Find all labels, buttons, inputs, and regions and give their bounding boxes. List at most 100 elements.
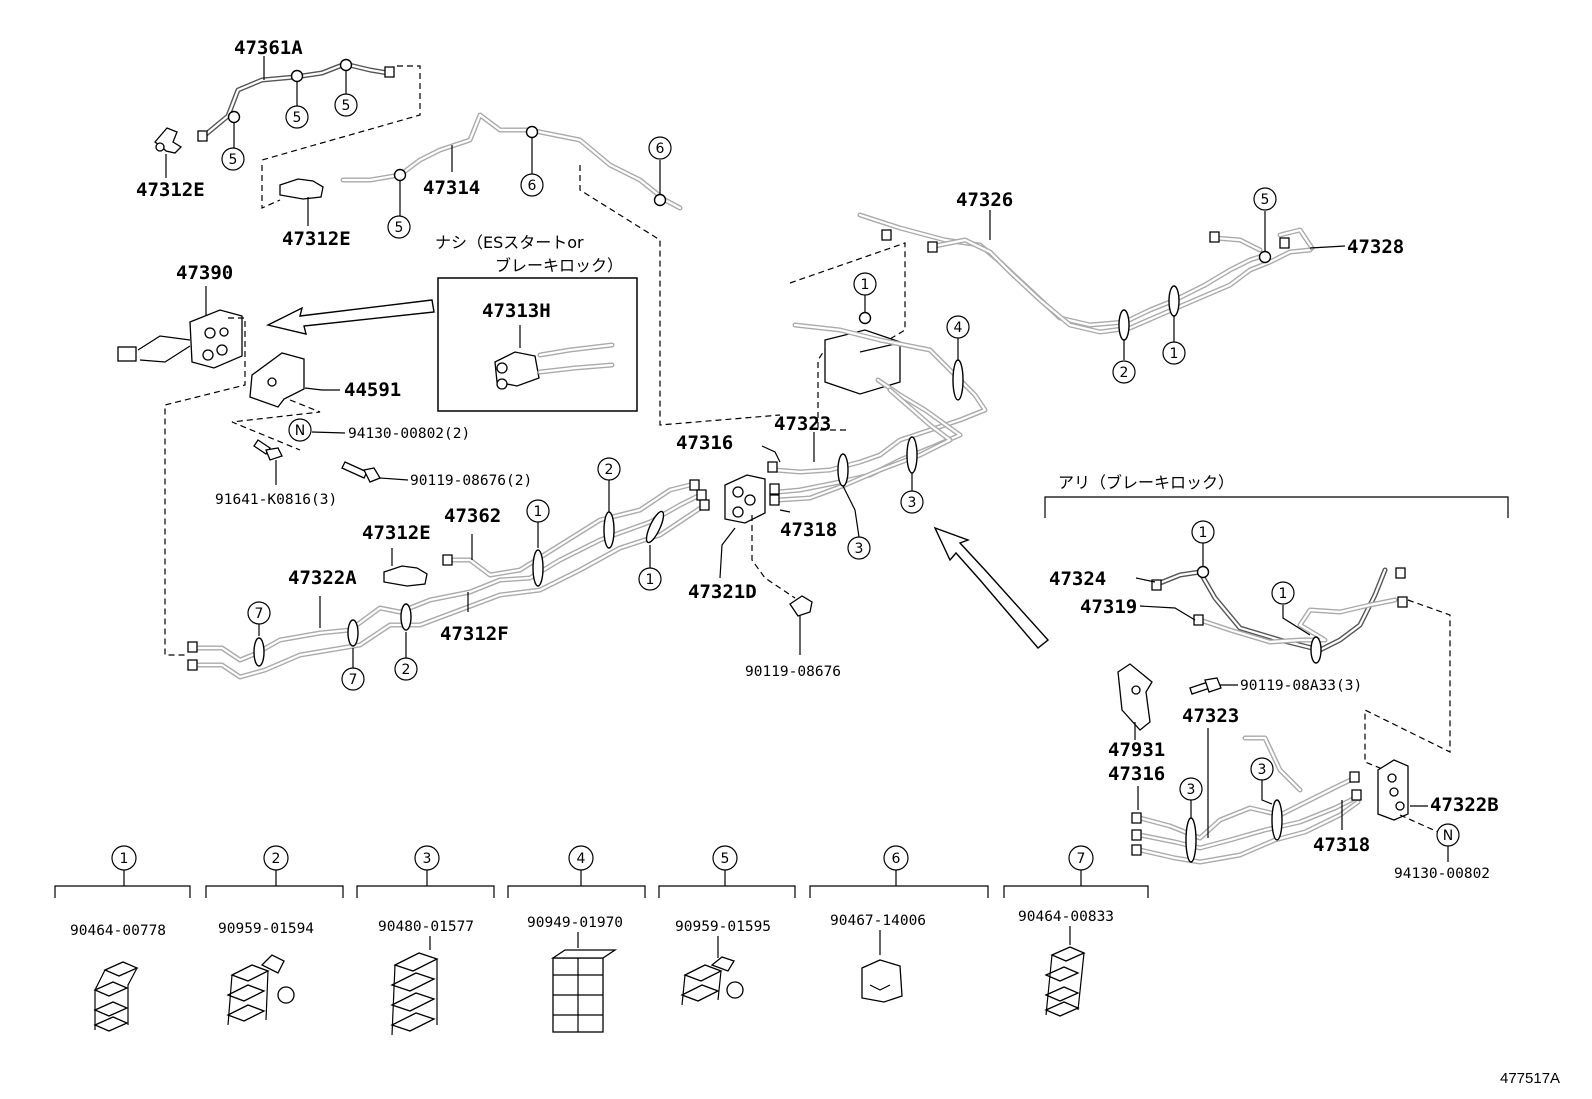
part-label-47316-ari: 47316 <box>1108 763 1165 785</box>
svg-text:3: 3 <box>1258 762 1267 778</box>
callout-6: 6 <box>520 173 544 197</box>
svg-text:1: 1 <box>1199 525 1208 541</box>
svg-text:1: 1 <box>1279 586 1288 602</box>
callout-3: 3 <box>900 490 924 514</box>
part-label-90119-08676: 90119-08676 <box>745 664 841 680</box>
clip-90467-14006-icon <box>861 959 903 1003</box>
callout-1: 1 <box>853 272 877 296</box>
legend-clip-2: 2 90959-01594 <box>205 845 344 1026</box>
tube-47314-group <box>261 112 781 426</box>
svg-text:4: 4 <box>954 320 963 336</box>
clip-90959-01595-icon <box>680 956 744 1006</box>
nut-94130-ari-icon: N <box>1436 823 1460 862</box>
callout-5: 5 <box>1253 187 1277 211</box>
svg-text:7: 7 <box>349 672 358 688</box>
tube-47323-47318-group <box>761 242 988 538</box>
svg-text:6: 6 <box>892 851 901 867</box>
svg-text:90949-01970: 90949-01970 <box>527 915 623 931</box>
svg-text:N: N <box>1443 828 1453 844</box>
svg-text:90467-14006: 90467-14006 <box>830 913 926 929</box>
part-label-47316-main: 47316 <box>676 432 733 454</box>
svg-text:5: 5 <box>1261 192 1270 208</box>
svg-text:1: 1 <box>120 851 129 867</box>
svg-text:5: 5 <box>229 152 238 168</box>
part-label-47361A: 47361A <box>234 37 303 59</box>
callout-7: 7 <box>247 601 271 625</box>
part-label-47328: 47328 <box>1347 236 1404 258</box>
part-label-47319: 47319 <box>1080 596 1137 618</box>
part-label-47312E-mid: 47312E <box>282 228 351 250</box>
callout-1: 1 <box>526 499 550 523</box>
bolt-90119-icon <box>341 461 409 483</box>
union-47313H-icon <box>494 325 615 390</box>
svg-text:90959-01594: 90959-01594 <box>218 921 314 937</box>
part-label-44591: 44591 <box>344 379 401 401</box>
part-label-47931: 47931 <box>1108 739 1165 761</box>
ari-bracket <box>1044 496 1509 518</box>
svg-text:90464-00778: 90464-00778 <box>70 923 166 939</box>
clip-90464-00778-icon <box>93 961 139 1032</box>
svg-text:90464-00833: 90464-00833 <box>1018 909 1114 925</box>
valve-47390-icon <box>117 286 246 656</box>
callout-1: 1 <box>1191 520 1215 544</box>
part-label-47322A: 47322A <box>288 567 357 589</box>
bolt-90119-single-icon <box>789 595 813 655</box>
svg-text:1: 1 <box>646 572 655 588</box>
part-label-47362: 47362 <box>444 505 501 527</box>
svg-text:3: 3 <box>1187 782 1196 798</box>
svg-text:5: 5 <box>342 98 351 114</box>
clip-47312E-low-icon <box>383 548 428 587</box>
diagram-reference-number: 477517A <box>1500 1070 1560 1087</box>
direction-arrow-icon <box>933 526 1050 649</box>
part-label-47314: 47314 <box>423 177 480 199</box>
svg-text:4: 4 <box>577 851 586 867</box>
legend-clip-6: 6 90467-14006 <box>809 845 989 1003</box>
svg-text:5: 5 <box>721 851 730 867</box>
callout-5: 5 <box>387 215 411 239</box>
part-label-47322B: 47322B <box>1430 794 1499 816</box>
svg-text:3: 3 <box>423 851 432 867</box>
union-47321D-icon <box>719 474 796 599</box>
clip-47312E-mid-icon <box>279 178 324 226</box>
legend-clip-5: 5 90959-01595 <box>658 845 796 1006</box>
callout-1: 1 <box>1271 581 1295 605</box>
bracket-44591-icon <box>231 352 340 451</box>
bolt-91641-icon <box>253 439 283 485</box>
svg-text:N: N <box>295 423 305 439</box>
ari-lower-tube-group <box>1131 728 1362 865</box>
clip-90959-01594-icon <box>226 954 295 1026</box>
part-label-47390: 47390 <box>176 262 233 284</box>
svg-text:6: 6 <box>528 178 537 194</box>
svg-text:90480-01577: 90480-01577 <box>378 919 474 935</box>
svg-text:1: 1 <box>1170 346 1179 362</box>
part-label-47323-main: 47323 <box>774 413 831 435</box>
callout-1: 1 <box>1162 341 1186 365</box>
direction-arrow-icon <box>265 299 435 335</box>
clip-90480-01577-icon <box>390 952 439 1036</box>
callout-7: 7 <box>341 667 365 691</box>
callout-1: 1 <box>638 567 662 591</box>
legend-clip-1: 1 90464-00778 <box>54 845 191 1032</box>
svg-text:1: 1 <box>861 277 870 293</box>
clip-90949-01970-icon <box>550 949 618 1033</box>
svg-text:2: 2 <box>605 462 614 478</box>
bolt-90119-08A33-icon <box>1189 677 1238 695</box>
svg-text:2: 2 <box>1120 365 1129 381</box>
part-label-91641-K0816-3: 91641-K0816(3) <box>215 492 337 508</box>
clip-90464-00833-icon <box>1044 946 1086 1017</box>
legend-clip-3: 3 90480-01577 <box>356 845 495 1036</box>
svg-text:7: 7 <box>1077 851 1086 867</box>
part-label-47318-ari: 47318 <box>1313 834 1370 856</box>
svg-text:3: 3 <box>908 495 917 511</box>
tube-47322A-47312F-47362-group <box>187 479 710 680</box>
tube-47326-47328-group <box>857 210 1346 360</box>
union-47322B-icon <box>1377 759 1439 833</box>
part-label-47318-main: 47318 <box>780 519 837 541</box>
part-label-47312F: 47312F <box>440 623 509 645</box>
part-label-94130-00802: 94130-00802 <box>1394 866 1490 882</box>
part-label-90119-08676-2: 90119-08676(2) <box>410 473 532 489</box>
nut-94130-icon: N <box>288 418 346 442</box>
note-nashi-line1: ナシ（ESスタートor <box>435 233 584 252</box>
svg-text:6: 6 <box>656 141 665 157</box>
svg-text:90959-01595: 90959-01595 <box>675 919 771 935</box>
